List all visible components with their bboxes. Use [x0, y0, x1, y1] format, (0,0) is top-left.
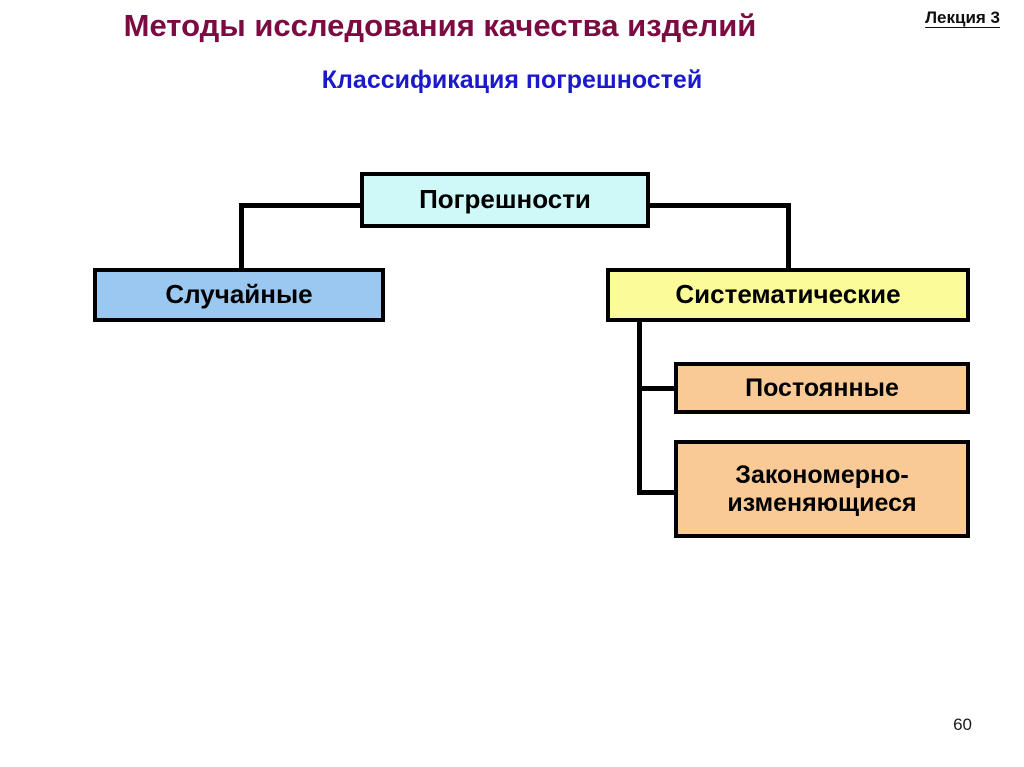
node-errors-label: Погрешности: [419, 184, 591, 215]
node-random[interactable]: Случайные: [93, 268, 385, 322]
node-constant-label: Постоянные: [745, 374, 899, 402]
connector-systematic-to-constant: [637, 386, 677, 391]
node-random-label: Случайные: [165, 279, 313, 310]
connector-errors-to-random-vertical: [239, 203, 244, 271]
connector-systematic-to-regular: [637, 490, 677, 495]
node-systematic[interactable]: Систематические: [606, 268, 970, 322]
node-regular-label-line2: изменяющиеся: [727, 489, 917, 517]
node-regular-label-line1: Закономерно-: [735, 461, 909, 489]
page-title: Методы исследования качества изделий: [123, 8, 757, 43]
connector-errors-to-random-horizontal: [239, 203, 362, 208]
node-regular[interactable]: Закономерно- изменяющиеся: [674, 440, 970, 538]
connector-errors-to-systematic-horizontal: [648, 203, 791, 208]
lecture-badge: Лекция 3: [925, 8, 1000, 27]
node-constant[interactable]: Постоянные: [674, 362, 970, 414]
node-systematic-label: Систематические: [675, 279, 901, 310]
connector-systematic-spine-vertical: [637, 320, 642, 495]
node-errors[interactable]: Погрешности: [360, 172, 650, 228]
page-subtitle: Классификация погрешностей: [321, 66, 703, 94]
page-number: 60: [953, 715, 972, 734]
connector-errors-to-systematic-vertical: [786, 203, 791, 271]
